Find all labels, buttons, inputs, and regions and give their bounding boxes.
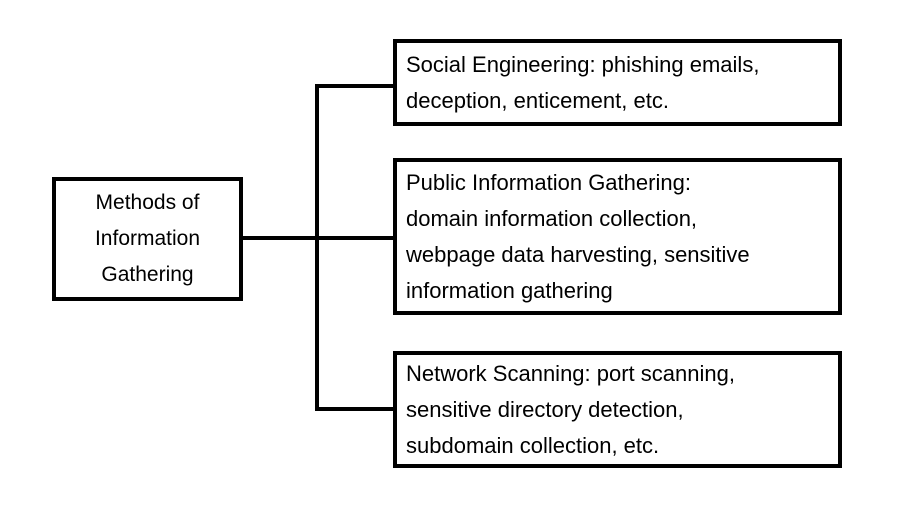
node-social-engineering: Social Engineering: phishing emails, dec… — [393, 39, 842, 126]
connector-branch-social-engineering — [315, 84, 393, 88]
connector-branch-network-scanning — [315, 407, 393, 411]
node-public-information-gathering: Public Information Gathering: domain inf… — [393, 158, 842, 315]
connector-vertical-spine — [315, 84, 319, 411]
node-network-scanning: Network Scanning: port scanning, sensiti… — [393, 351, 842, 468]
node-methods-of-information-gathering: Methods of Information Gathering — [52, 177, 243, 301]
network-scanning-label: Network Scanning: port scanning, sensiti… — [406, 360, 735, 458]
social-engineering-label: Social Engineering: phishing emails, dec… — [406, 51, 760, 113]
public-information-gathering-label: Public Information Gathering: domain inf… — [406, 169, 750, 303]
root-node-label: Methods of Information Gathering — [94, 191, 201, 286]
